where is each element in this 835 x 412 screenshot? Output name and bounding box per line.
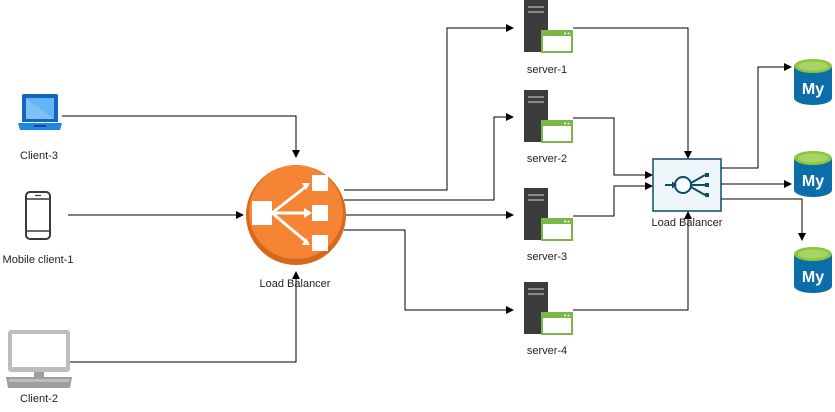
edge-client3-to-lb1[interactable] (62, 115, 300, 158)
mobile-client1-label: Mobile client-1 (2, 254, 74, 266)
server-icon-1[interactable] (524, 0, 573, 53)
edge-lb1-to-server1[interactable] (344, 24, 514, 191)
server3-label: server-3 (526, 251, 568, 263)
db-label: My (802, 81, 824, 98)
edge-lb2-to-db1[interactable] (721, 63, 792, 169)
server-icon-3[interactable] (524, 188, 573, 241)
mysql-database-icon-1[interactable]: My (794, 59, 832, 105)
aws-load-balancer-icon[interactable] (246, 165, 346, 265)
mobile-phone-icon[interactable] (25, 191, 51, 240)
client2-label: Client-2 (20, 393, 58, 405)
edge-lb1-to-server4[interactable] (344, 229, 514, 314)
edge-server2-to-lb2[interactable] (573, 117, 653, 179)
desktop-computer-icon[interactable] (6, 330, 72, 388)
edge-client2-to-lb1[interactable] (70, 271, 300, 363)
lb2-label: Load Balancer (651, 217, 723, 229)
server4-label: server-4 (526, 345, 568, 357)
server2-label: server-2 (526, 153, 568, 165)
edge-lb2-to-db3[interactable] (721, 198, 806, 241)
lb1-label: Load Balancer (259, 278, 331, 290)
server-icon-2[interactable] (524, 90, 573, 143)
laptop-icon[interactable] (18, 94, 62, 130)
azure-load-balancer-icon[interactable] (652, 158, 722, 212)
db-label: My (802, 269, 824, 286)
edge-server4-to-lb2[interactable] (573, 211, 692, 311)
edge-server1-to-lb2[interactable] (573, 27, 692, 159)
edge-lb1-to-server2[interactable] (344, 113, 514, 201)
mysql-database-icon-3[interactable]: My (794, 247, 832, 293)
mysql-database-icon-2[interactable]: My (794, 151, 832, 197)
server-icon-4[interactable] (524, 282, 573, 335)
client3-label: Client-3 (20, 150, 58, 162)
server1-label: server-1 (526, 64, 568, 76)
edge-server3-to-lb2[interactable] (573, 182, 653, 217)
db-label: My (802, 173, 824, 190)
